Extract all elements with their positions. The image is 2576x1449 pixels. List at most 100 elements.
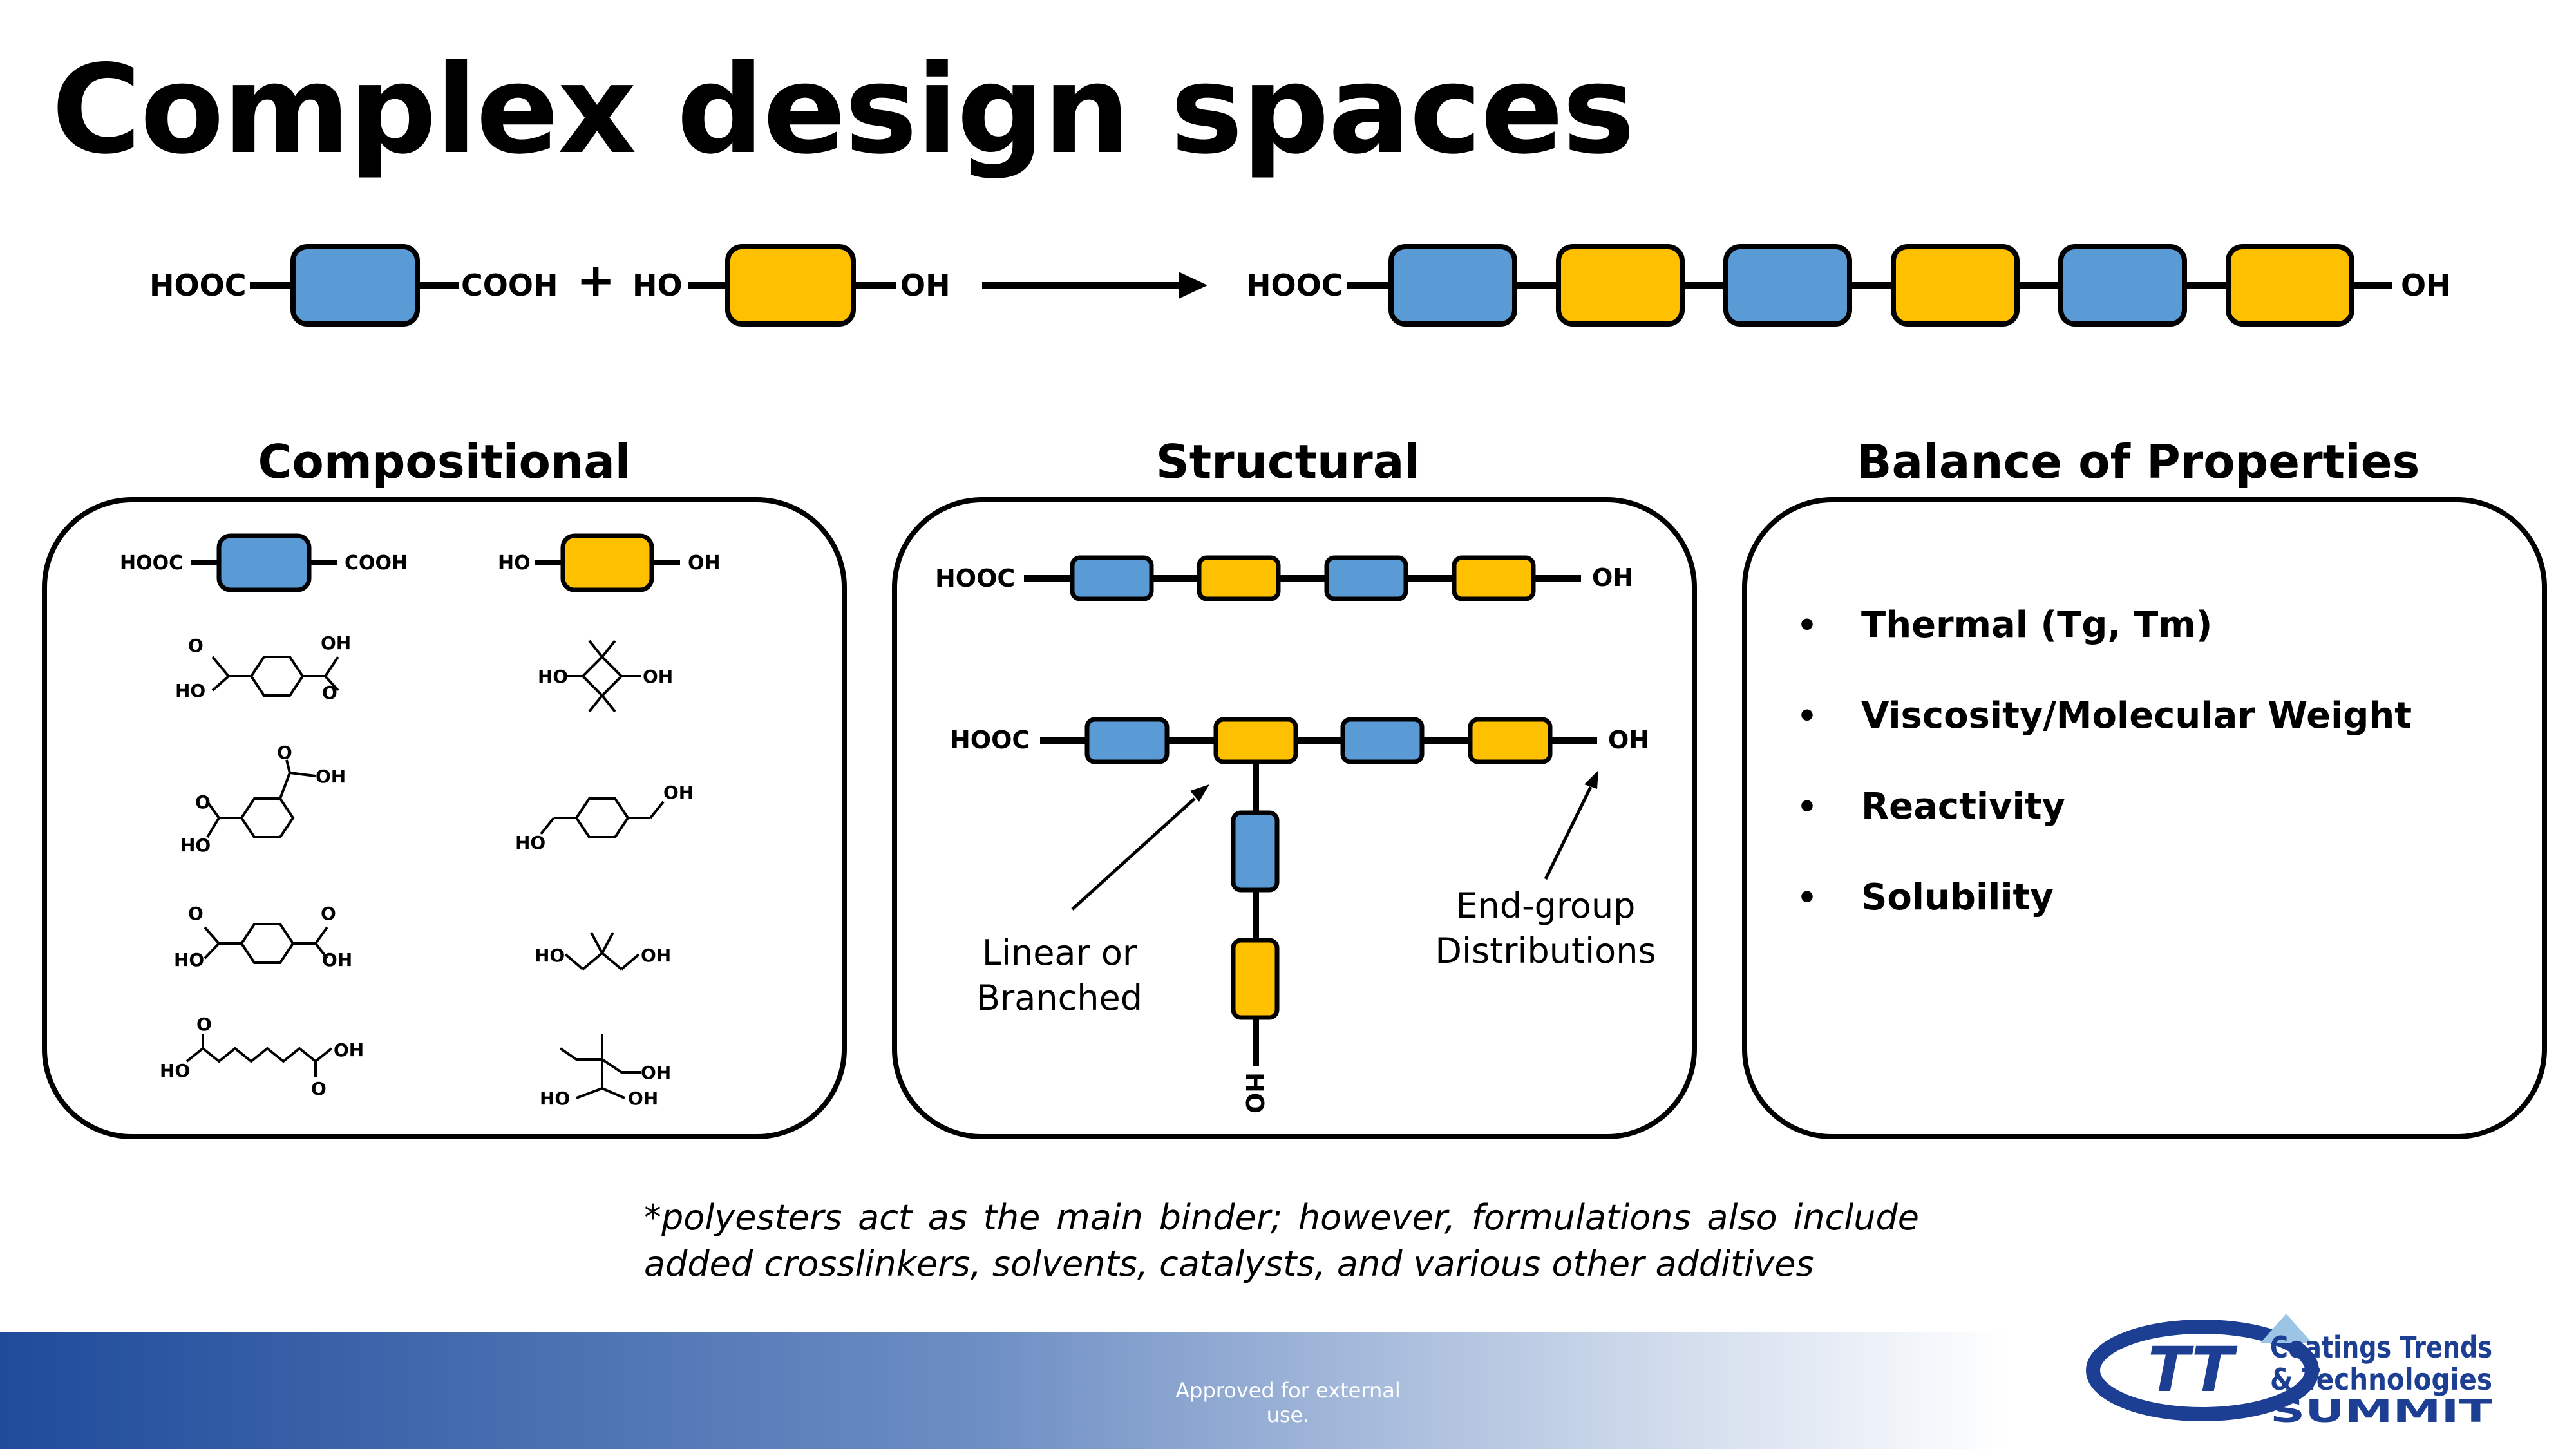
logo-line3: SUMMIT (2270, 1394, 2492, 1430)
linear-right-label: OH (1592, 564, 1633, 592)
branch-block (1231, 938, 1280, 1020)
section-title-structural: Structural (1155, 435, 1421, 489)
diol2-label-oh: OH (663, 782, 694, 803)
acid3-label-o: O (188, 903, 204, 924)
diol4-label-ho: HO (540, 1088, 570, 1109)
chdm-structure (540, 797, 665, 838)
product-block (1388, 244, 1517, 327)
bullet: • (1797, 606, 1817, 644)
acid1-label-ho: HO (175, 680, 205, 701)
diol1-label-ho: HO (538, 666, 568, 687)
acid4-label-o: O (196, 1014, 212, 1035)
comp-diol-left: HO (498, 552, 531, 574)
comp-acid-right: COOH (345, 552, 408, 574)
acid2-label-oh: OH (316, 766, 346, 787)
properties-list: • Thermal (Tg, Tm) • Viscosity/Molecular… (1797, 580, 2412, 943)
acid4-label-ho: HO (160, 1060, 190, 1081)
terephthalic-acid-structure (211, 656, 339, 697)
branched-block (1468, 717, 1553, 764)
adipic-acid-structure (185, 1034, 333, 1077)
product-right-label: OH (2401, 268, 2451, 303)
acid2-label-o2: O (195, 791, 211, 813)
structural-panel (892, 497, 1697, 1139)
property-thermal: Thermal (Tg, Tm) (1861, 604, 2213, 646)
product-block (1891, 244, 2020, 327)
bullet: • (1797, 788, 1817, 826)
property-item: • Solubility (1797, 852, 2412, 943)
diol4-label-oh: OH (641, 1062, 671, 1083)
section-title-balance: Balance of Properties (1856, 435, 2420, 489)
branched-right-label: OH (1608, 726, 1649, 754)
caption-end-group: End-group Distributions (1404, 884, 1687, 974)
acid3-label-ho: HO (174, 949, 204, 971)
logo-swoosh (2086, 1320, 2319, 1421)
acid1-label-oh: OH (321, 632, 351, 654)
section-title-compositional: Compositional (258, 435, 631, 489)
logo-triangle (2260, 1314, 2312, 1343)
diacid-block (290, 244, 420, 327)
acid3-label-o2: O (321, 903, 336, 924)
diol1-label-oh: OH (643, 666, 673, 687)
branched-block (1213, 717, 1298, 764)
property-reactivity: Reactivity (1861, 786, 2066, 828)
reaction-acid-left: HOOC (149, 268, 246, 303)
footnote: *polyesters act as the main binder; howe… (644, 1197, 1919, 1284)
acid4-label-o2: O (311, 1078, 327, 1099)
branched-block (1084, 717, 1170, 764)
reaction-diol-left: HO (632, 268, 683, 303)
comp-acid-left: HOOC (120, 552, 183, 574)
diol4-label-oh2: OH (628, 1088, 658, 1109)
bullet: • (1797, 697, 1817, 735)
product-left-label: HOOC (1246, 268, 1343, 303)
properties-panel (1742, 497, 2547, 1139)
property-item: • Thermal (Tg, Tm) (1797, 580, 2412, 670)
tmp-structure (559, 1034, 641, 1099)
reaction-arrow-head (1179, 272, 1208, 299)
chdca-structure (204, 923, 328, 964)
logo-swoosh-inner (2114, 1341, 2291, 1400)
property-item: • Viscosity/Molecular Weight (1797, 670, 2412, 761)
acid2-label-o: O (277, 742, 292, 763)
compositional-panel (42, 497, 847, 1139)
footer-note: Approved for external use. (1175, 1378, 1401, 1427)
branched-left-label: HOOC (950, 726, 1030, 754)
diol2-label-ho: HO (515, 832, 545, 853)
acid1-label-o2: O (322, 682, 337, 703)
caption-end-line1: End-group (1455, 886, 1636, 926)
endgroup-arrow-head (1584, 770, 1598, 789)
product-block (2226, 244, 2354, 327)
branch-block (1231, 810, 1280, 893)
diol-block (725, 244, 856, 327)
linear-block (1452, 555, 1536, 601)
reaction-diol-right: OH (900, 268, 951, 303)
diacid-block-small (216, 533, 312, 592)
reaction-acid-right: COOH (461, 268, 558, 303)
diol-block-small (560, 533, 654, 592)
plus-sign: + (576, 253, 615, 307)
acid1-label-o: O (188, 635, 204, 656)
acid4-label-oh: OH (334, 1039, 364, 1061)
linear-block (1324, 555, 1408, 601)
product-block (1723, 244, 1852, 327)
logo-line2: & Technologies (2270, 1362, 2492, 1397)
caption-linear-line1: Linear or (981, 933, 1137, 973)
logo-line1: Coatings Trends (2270, 1330, 2492, 1365)
linear-arrow-head (1190, 784, 1209, 802)
caption-end-line2: Distributions (1435, 931, 1656, 971)
tmcd-structure (567, 639, 641, 713)
linear-block (1197, 555, 1281, 601)
comp-diol-right: OH (688, 552, 721, 574)
property-item: • Reactivity (1797, 761, 2412, 852)
npg-structure (564, 932, 640, 971)
branch-end-label: HO (1240, 1072, 1269, 1113)
property-viscosity: Viscosity/Molecular Weight (1861, 695, 2412, 737)
acid3-label-oh: OH (322, 949, 352, 971)
linear-block (1070, 555, 1154, 601)
diol3-label-ho: HO (535, 945, 565, 966)
isophthalic-acid-structure (206, 759, 316, 838)
acid2-label-ho: HO (180, 835, 211, 856)
product-block (2058, 244, 2187, 327)
